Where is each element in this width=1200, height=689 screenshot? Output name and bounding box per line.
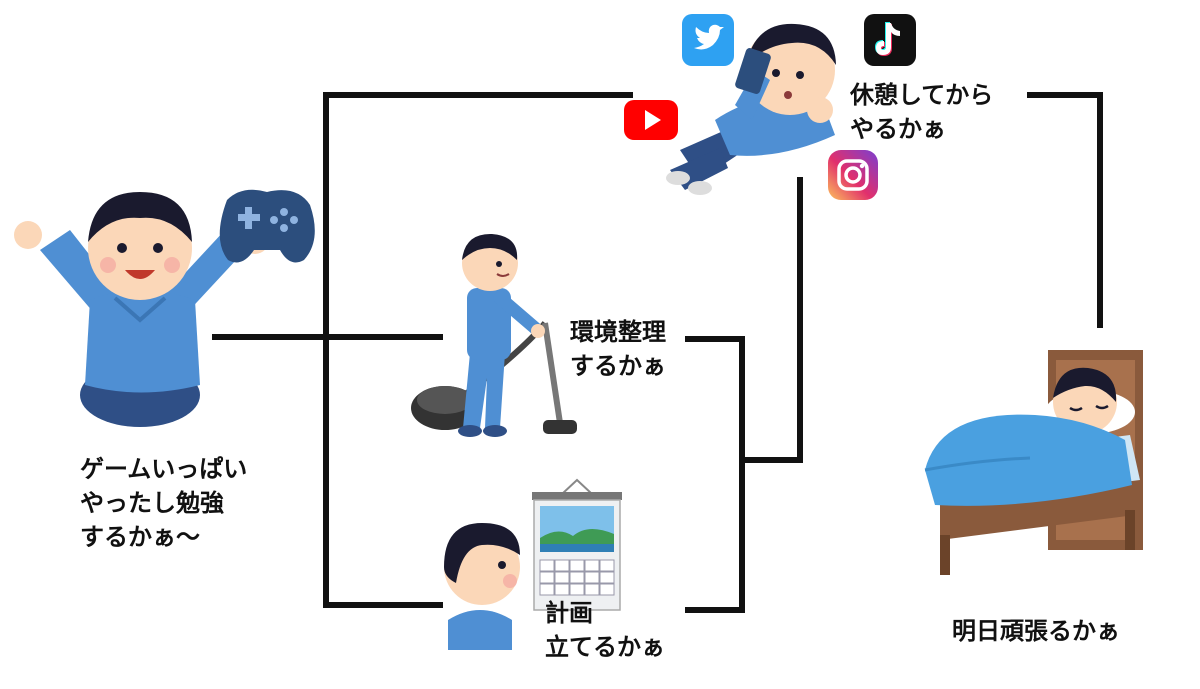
planning-person [444, 523, 520, 650]
rest-label-line: やるかぁ [850, 115, 946, 143]
resting-person [666, 23, 836, 195]
connector-tidy [685, 336, 745, 463]
tidy-label-line: するかぁ [570, 352, 666, 380]
sleep-label-line: 明日頑張るかぁ [952, 617, 1120, 645]
gamepad-icon [219, 189, 315, 263]
gaming-label-line: ゲームいっぱい [80, 455, 248, 483]
connector-lower [323, 334, 443, 608]
rest-label-line: 休憩してから [850, 81, 994, 109]
gaming-label-line: するかぁ〜 [80, 523, 200, 551]
instagram-icon [828, 150, 878, 200]
tidy-label-line: 環境整理 [570, 318, 666, 346]
twitter-icon [682, 14, 734, 66]
vacuuming-person [411, 233, 577, 437]
calendar-icon [532, 478, 622, 611]
plan-label-line: 計画 [545, 599, 593, 627]
tiktok-icon [864, 14, 916, 66]
rest-label: 休憩してから やるかぁ [850, 78, 993, 146]
gaming-label-line: やったし勉強 [80, 489, 224, 517]
connector-plan [685, 457, 745, 613]
connector-upper [323, 92, 633, 340]
bed-icon [924, 350, 1143, 575]
youtube-icon [624, 100, 678, 140]
sleep-label: 明日頑張るかぁ [952, 614, 1120, 648]
plan-label: 計画 立てるかぁ [545, 596, 665, 664]
plan-label-line: 立てるかぁ [545, 633, 665, 661]
connector-rest [1027, 92, 1103, 328]
connector-merge [739, 177, 803, 463]
tidy-label: 環境整理 するかぁ [570, 315, 666, 383]
gaming-label: ゲームいっぱい やったし勉強 するかぁ〜 [80, 452, 247, 554]
